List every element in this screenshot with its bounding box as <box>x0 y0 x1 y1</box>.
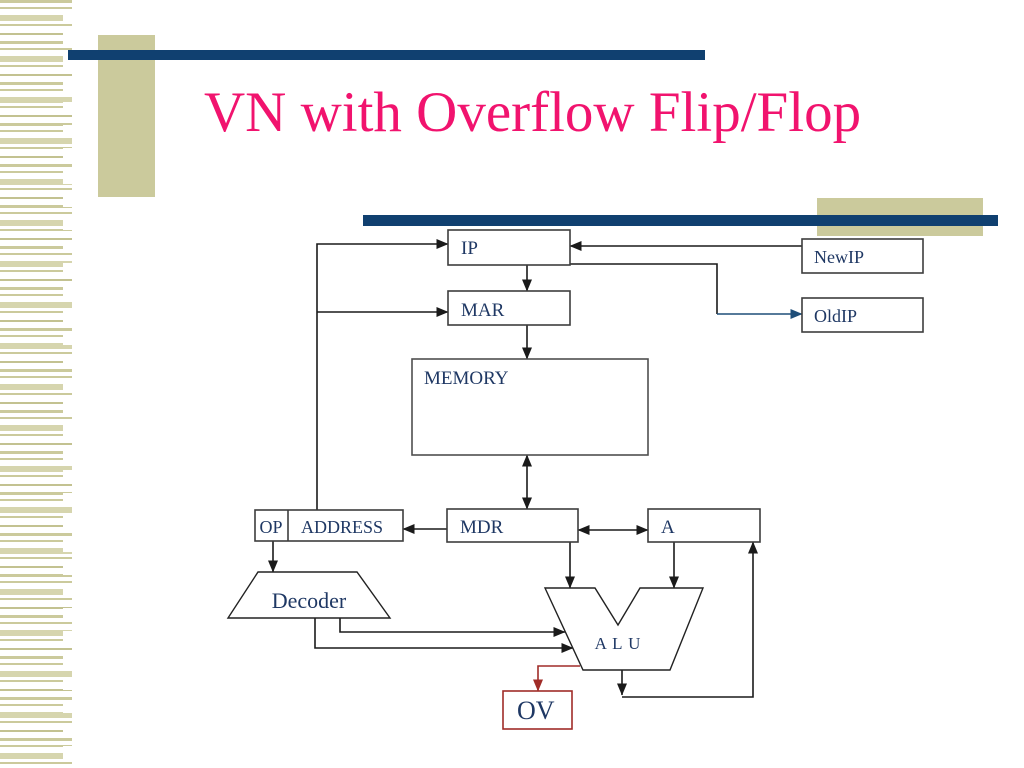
mdr-label: MDR <box>460 517 504 538</box>
arrow-alu-overflow-to-ov <box>533 665 580 692</box>
slide-title: VN with Overflow Flip/Flop <box>204 81 862 144</box>
op-address-box <box>254 509 404 542</box>
newip-box <box>801 238 924 274</box>
alu-label: A L U <box>595 634 642 653</box>
navy-rule-diagram <box>363 215 998 226</box>
ip-box <box>447 229 571 266</box>
arrow-decoder-to-alu-upper <box>339 618 566 637</box>
decoder-label: Decoder <box>272 588 347 613</box>
op-label: OP <box>259 517 282 537</box>
alu-shape <box>543 587 705 671</box>
tan-accent-block-left <box>98 35 155 197</box>
left-stripe-decoration <box>0 0 72 768</box>
oldip-box <box>801 297 924 333</box>
ov-flipflop-box <box>502 690 573 730</box>
memory-label: MEMORY <box>424 368 509 389</box>
mdr-box <box>446 508 579 543</box>
decoder-shape <box>226 571 392 619</box>
arrow-decoder-to-alu-lower <box>314 618 574 653</box>
address-label: ADDRESS <box>301 517 383 537</box>
ip-label: IP <box>461 238 478 259</box>
mar-label: MAR <box>461 300 505 321</box>
arrow-address-to-ip <box>316 239 449 510</box>
a-register-box <box>647 508 761 543</box>
a-register-label: A <box>661 517 675 538</box>
oldip-label: OldIP <box>814 306 857 326</box>
newip-label: NewIP <box>814 247 864 267</box>
ov-label: OV <box>517 696 555 725</box>
navy-rule-top <box>68 50 705 60</box>
mar-box <box>447 290 571 326</box>
memory-box <box>411 358 649 456</box>
arrow-alu-feedback-to-a <box>622 541 758 698</box>
line-ip-to-oldip <box>570 263 718 314</box>
